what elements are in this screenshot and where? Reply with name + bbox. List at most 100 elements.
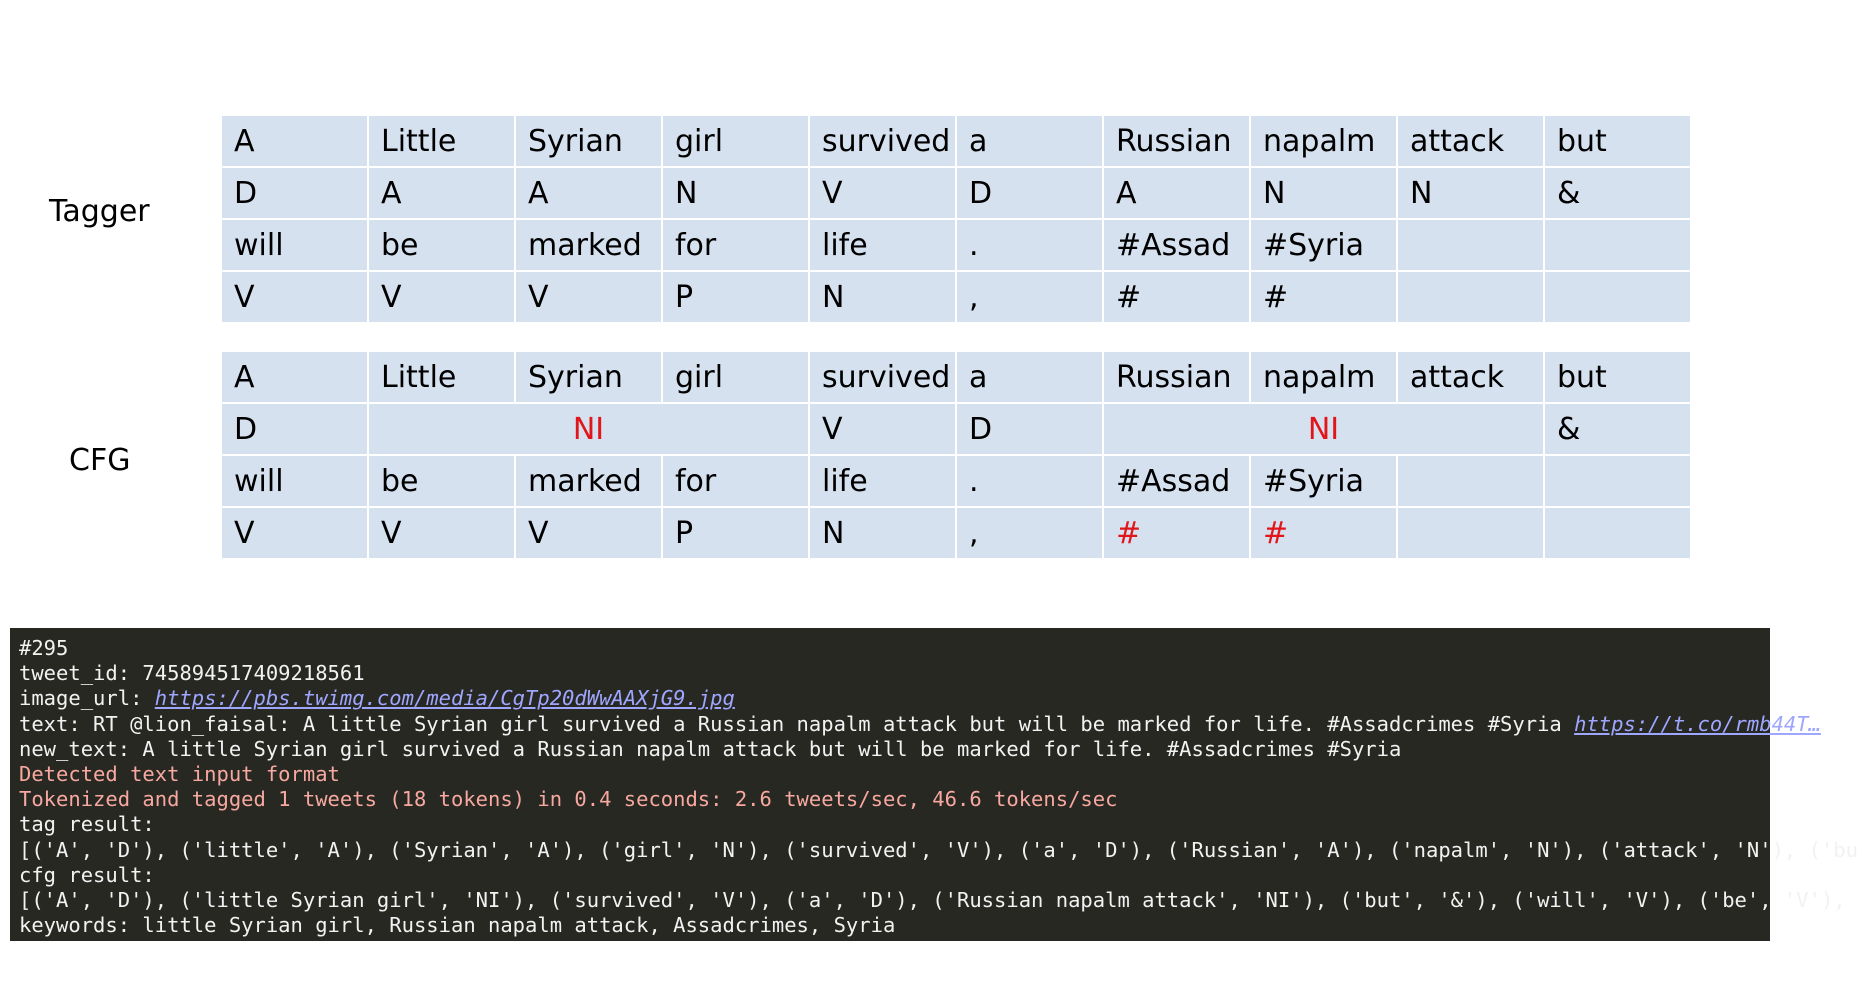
- table-cell: girl: [661, 114, 810, 168]
- table-cell: #: [1249, 506, 1398, 560]
- table-cell: napalm: [1249, 114, 1398, 168]
- table-cell: marked: [514, 218, 663, 272]
- table-cell: for: [661, 454, 810, 508]
- table-cell: D: [220, 402, 369, 456]
- table-cell: #: [1249, 270, 1398, 324]
- ni-merged-cell: NI: [1102, 402, 1545, 456]
- terminal-line: keywords: little Syrian girl, Russian na…: [19, 913, 896, 938]
- terminal-output: #295 tweet_id: 745894517409218561 image_…: [10, 628, 1858, 941]
- table-cell: .: [955, 454, 1104, 508]
- table-cell: girl: [661, 350, 810, 404]
- table-cell: #Syria: [1249, 454, 1398, 508]
- table-cell: [1396, 270, 1545, 324]
- table-cell: a: [955, 350, 1104, 404]
- cfg-label: CFG: [69, 443, 131, 478]
- table-cell: A: [1102, 166, 1251, 220]
- table-cell: [1543, 454, 1692, 508]
- terminal-line: #295: [19, 636, 69, 660]
- table-cell: Syrian: [514, 350, 663, 404]
- table-cell: .: [955, 218, 1104, 272]
- table-cell: [1543, 506, 1692, 560]
- terminal-line: tweet_id: 745894517409218561: [19, 661, 365, 686]
- table-cell: A: [367, 166, 516, 220]
- table-row: V V V P N , # #: [220, 506, 1692, 560]
- table-cell: N: [1396, 166, 1545, 220]
- terminal-text: text: RT @lion_faisal: A little Syrian g…: [19, 711, 1575, 736]
- table-cell: marked: [514, 454, 663, 508]
- table-cell: will: [220, 454, 369, 508]
- terminal-line: tag result:: [19, 812, 155, 837]
- table-cell: D: [955, 402, 1104, 456]
- table-cell: N: [661, 166, 810, 220]
- table-cell: for: [661, 218, 810, 272]
- table-cell: P: [661, 270, 810, 324]
- table-cell: Little: [367, 350, 516, 404]
- table-cell: V: [514, 270, 663, 324]
- terminal-line: [('A', 'D'), ('little Syrian girl', 'NI'…: [19, 888, 1846, 913]
- table-cell: #Assad: [1102, 218, 1251, 272]
- tagger-table: A Little Syrian girl survived a Russian …: [220, 114, 1692, 324]
- cfg-table: A Little Syrian girl survived a Russian …: [220, 350, 1692, 560]
- table-cell: [1543, 270, 1692, 324]
- table-cell: but: [1543, 114, 1692, 168]
- table-cell: #Assad: [1102, 454, 1251, 508]
- table-cell: #Syria: [1249, 218, 1398, 272]
- table-row: V V V P N , # #: [220, 270, 1692, 324]
- table-cell: V: [514, 506, 663, 560]
- table-row: D NI V D NI &: [220, 402, 1692, 456]
- table-cell: #: [1102, 270, 1251, 324]
- table-cell: survived: [808, 350, 957, 404]
- table-cell: life: [808, 218, 957, 272]
- tagger-label: Tagger: [49, 194, 150, 229]
- table-cell: Russian: [1102, 114, 1251, 168]
- table-cell: napalm: [1249, 350, 1398, 404]
- table-row: will be marked for life . #Assad #Syria: [220, 218, 1692, 272]
- table-cell: but: [1543, 350, 1692, 404]
- table-row: will be marked for life . #Assad #Syria: [220, 454, 1692, 508]
- table-cell: Russian: [1102, 350, 1251, 404]
- table-cell: D: [955, 166, 1104, 220]
- table-cell: attack: [1396, 350, 1545, 404]
- terminal-text: image_url:: [19, 686, 155, 711]
- terminal-line: Detected text input format: [19, 762, 340, 787]
- table-cell: &: [1543, 166, 1692, 220]
- table-cell: attack: [1396, 114, 1545, 168]
- table-cell: [1396, 454, 1545, 508]
- terminal-line: Tokenized and tagged 1 tweets (18 tokens…: [19, 787, 1118, 812]
- table-cell: V: [367, 506, 516, 560]
- table-cell: P: [661, 506, 810, 560]
- table-cell: &: [1543, 402, 1692, 456]
- terminal-line: text: RT @lion_faisal: A little Syrian g…: [19, 711, 1821, 737]
- table-cell: a: [955, 114, 1104, 168]
- image-url-link[interactable]: https://pbs.twimg.com/media/CgTp20dWwAAX…: [154, 686, 735, 711]
- table-row: A Little Syrian girl survived a Russian …: [220, 350, 1692, 404]
- table-cell: ,: [955, 270, 1104, 324]
- table-cell: D: [220, 166, 369, 220]
- table-cell: V: [220, 270, 369, 324]
- table-cell: V: [220, 506, 369, 560]
- table-row: A Little Syrian girl survived a Russian …: [220, 114, 1692, 168]
- table-cell: will: [220, 218, 369, 272]
- table-cell: N: [1249, 166, 1398, 220]
- table-cell: [1543, 218, 1692, 272]
- terminal-line: new_text: A little Syrian girl survived …: [19, 736, 1402, 761]
- tweet-short-link[interactable]: https://t.co/rmb44T…: [1574, 711, 1821, 736]
- table-cell: life: [808, 454, 957, 508]
- table-cell: A: [220, 350, 369, 404]
- table-cell: #: [1102, 506, 1251, 560]
- table-cell: N: [808, 270, 957, 324]
- table-cell: V: [808, 402, 957, 456]
- table-cell: A: [514, 166, 663, 220]
- table-cell: survived: [808, 114, 957, 168]
- table-cell: ,: [955, 506, 1104, 560]
- table-cell: Syrian: [514, 114, 663, 168]
- table-cell: Little: [367, 114, 516, 168]
- table-cell: [1396, 218, 1545, 272]
- table-cell: be: [367, 454, 516, 508]
- table-cell: V: [367, 270, 516, 324]
- table-cell: be: [367, 218, 516, 272]
- terminal-line: image_url: https://pbs.twimg.com/media/C…: [19, 686, 1770, 711]
- terminal-line: cfg result:: [19, 862, 155, 887]
- table-cell: A: [220, 114, 369, 168]
- table-row: D A A N V D A N N &: [220, 166, 1692, 220]
